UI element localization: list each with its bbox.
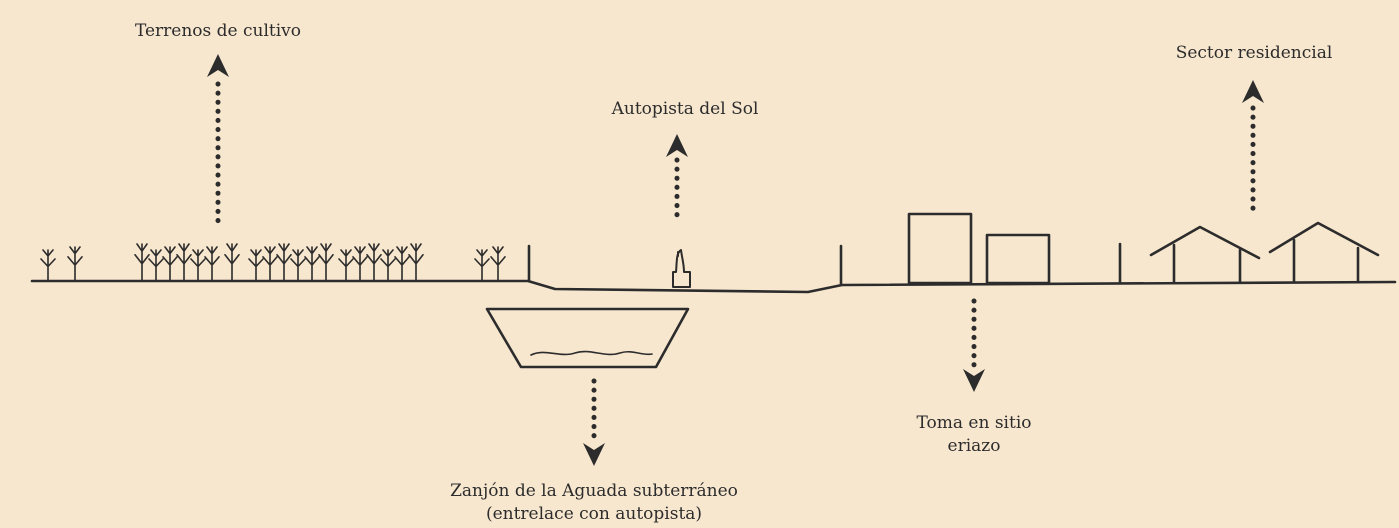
crop-plant-icon (394, 246, 410, 281)
canal-label: Zanjón de la Aguada subterráneo (entrela… (424, 480, 764, 526)
residential-label: Sector residencial (1175, 43, 1333, 63)
crop-plant-icon (162, 246, 178, 281)
ground-line (30, 279, 1397, 294)
crop-plant-icon (148, 249, 164, 281)
crop-plant-icon (190, 249, 206, 281)
crop-plant-icon (224, 243, 240, 281)
crop-plant-icon (380, 249, 396, 281)
crop-plants (40, 243, 506, 281)
crop-plant-icon (67, 246, 83, 281)
arrow-down-icon (963, 369, 985, 392)
crop-plant-icon (176, 243, 192, 281)
crop-plant-icon (276, 243, 292, 281)
canal-label-line: Zanjón de la Aguada subterráneo (450, 481, 738, 501)
canal-label-line: (entrelace con autopista) (485, 504, 703, 524)
crops-label: Terrenos de cultivo (134, 21, 302, 41)
arrow-up-icon (1242, 80, 1264, 103)
underground-canal (485, 307, 690, 369)
vacant-lot-label-line: Toma en sitio (916, 413, 1032, 433)
house-icon (1268, 221, 1380, 284)
house-icon (1149, 225, 1261, 284)
crop-plant-icon (490, 246, 506, 281)
highway-label: Autopista del Sol (611, 99, 759, 119)
crop-plant-icon (248, 249, 264, 281)
crop-plant-icon (204, 246, 220, 281)
crop-plant-icon (40, 249, 56, 281)
crop-plant-icon (262, 246, 278, 281)
crop-plant-icon (290, 249, 306, 281)
crop-plant-icon (134, 243, 150, 281)
crop-plant-icon (338, 249, 354, 281)
arrow-up-icon (207, 54, 229, 77)
vacant-lot-building-short (985, 233, 1051, 285)
arrow-down-icon (583, 443, 605, 466)
vacant-lot-label-line: eriazo (947, 436, 1001, 456)
crop-plant-icon (474, 249, 490, 281)
crop-plant-icon (304, 246, 320, 281)
highway-marker-icon (672, 249, 691, 288)
crop-plant-icon (318, 243, 334, 281)
vacant-lot-label: Toma en sitio eriazo (874, 412, 1074, 458)
crop-plant-icon (366, 243, 382, 281)
crop-plant-icon (352, 246, 368, 281)
vacant-lot-building-tall (907, 212, 973, 285)
arrow-up-icon (666, 134, 688, 157)
crop-plant-icon (408, 243, 424, 281)
